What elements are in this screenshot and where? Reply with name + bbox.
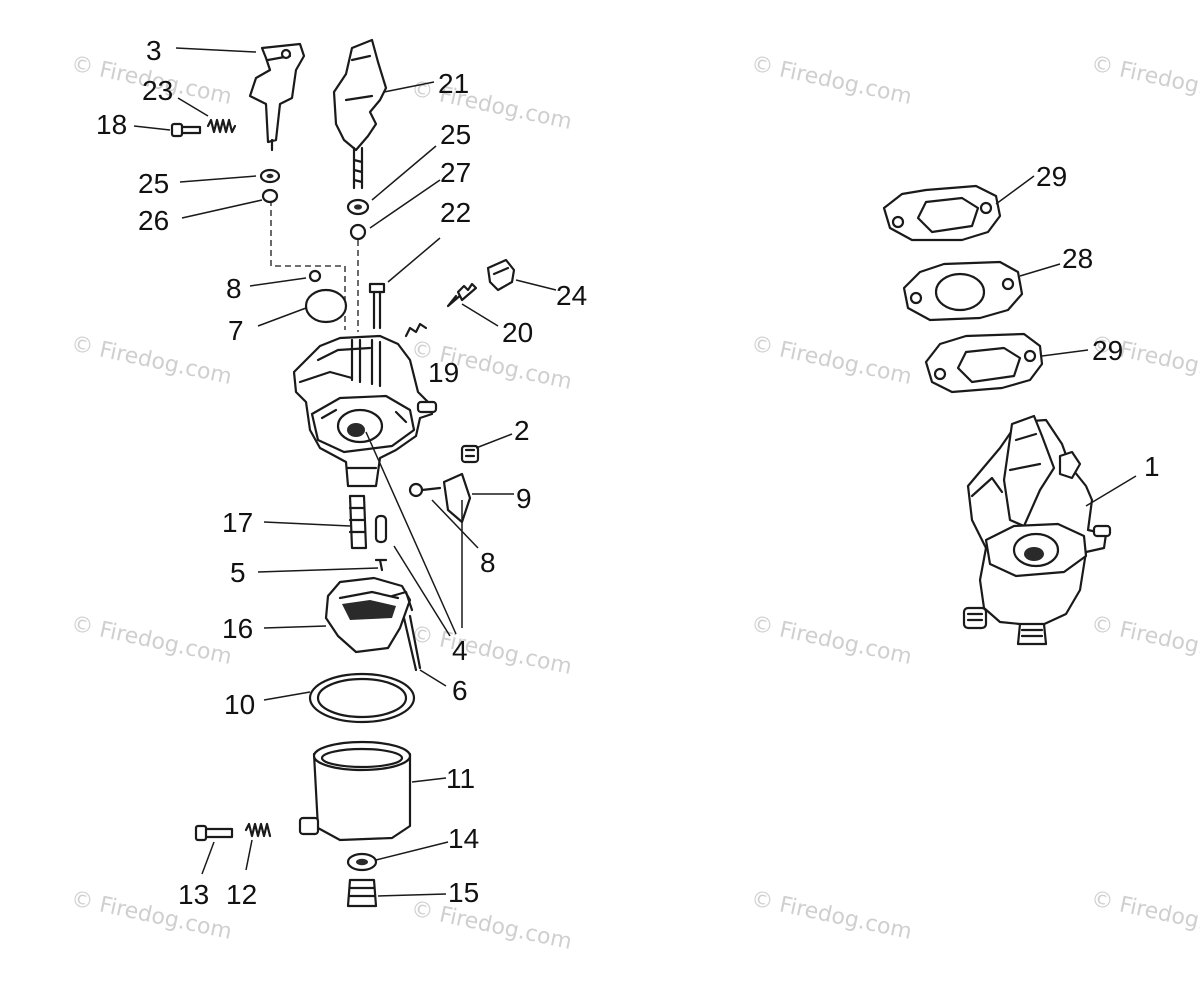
callout-3: 3 [146, 35, 162, 66]
callout-9: 9 [516, 483, 532, 514]
callout-labels-right: 29 28 29 1 [1036, 161, 1160, 482]
watermark: © Firedog.com [749, 611, 914, 669]
part-2-plug [460, 444, 480, 464]
part-29-gasket-bottom [924, 332, 1044, 394]
leader-lines [133, 47, 557, 897]
watermark: © Firedog.com [409, 896, 574, 954]
watermark: © Firedog.com [409, 621, 574, 679]
callout-7: 7 [228, 315, 244, 346]
part-20-mixture-needle [446, 282, 478, 308]
callout-28: 28 [1062, 243, 1093, 274]
callout-20: 20 [502, 317, 533, 348]
part-7-throttle-plate [304, 288, 348, 324]
callout-8: 8 [480, 547, 496, 578]
assembly-view: 29 28 29 1 [882, 161, 1160, 646]
part-25-washer-left [259, 168, 281, 184]
callout-27: 27 [440, 157, 471, 188]
watermark: © Firedog.com [749, 331, 914, 389]
part-12-spring [244, 822, 272, 838]
part-6-float-pin [402, 614, 422, 672]
part-23-spring [206, 118, 237, 134]
callout-17: 17 [222, 507, 253, 538]
callout-6: 6 [452, 675, 468, 706]
watermark: © Firedog.com [69, 886, 234, 944]
carburetor-body [292, 334, 438, 488]
part-27-seal [349, 223, 367, 241]
part-4-needle-valve [374, 514, 388, 544]
callout-29: 29 [1036, 161, 1067, 192]
part-14-washer [346, 852, 378, 872]
callout-13: 13 [178, 879, 209, 910]
part-24-limiter-cap [486, 258, 516, 292]
callout-15: 15 [448, 877, 479, 908]
part-9-float-plate [442, 472, 472, 524]
callout-labels: 3 23 18 25 26 21 25 27 22 8 7 24 20 19 2… [96, 35, 587, 910]
part-28-gasket [902, 260, 1024, 322]
callout-12: 12 [226, 879, 257, 910]
part-21-throttle-lever [332, 38, 388, 190]
callout-29: 29 [1092, 335, 1123, 366]
callout-19: 19 [428, 357, 459, 388]
watermark: © Firedog.com [409, 76, 574, 134]
part-1-carburetor-assembly [962, 414, 1112, 646]
watermark: © Firedog.com [1089, 886, 1200, 944]
callout-10: 10 [224, 689, 255, 720]
callout-5: 5 [230, 557, 246, 588]
exploded-view: 3 23 18 25 26 21 25 27 22 8 7 24 20 19 2… [96, 35, 587, 910]
part-3-choke-lever [248, 42, 306, 152]
part-8-screw-bottom [408, 482, 442, 498]
watermark: © Firedog.com [1089, 611, 1200, 669]
callout-2: 2 [514, 415, 530, 446]
part-16-float [324, 576, 414, 654]
part-15-bowl-bolt [346, 878, 378, 908]
part-25-washer-right [346, 198, 370, 216]
watermark: © Firedog.com [69, 611, 234, 669]
callout-21: 21 [438, 68, 469, 99]
part-22-idle-screw [368, 282, 386, 330]
part-26-seal [261, 188, 279, 204]
callout-26: 26 [138, 205, 169, 236]
callout-11: 11 [446, 763, 475, 794]
watermark: © Firedog.com [749, 886, 914, 944]
callout-24: 24 [556, 280, 587, 311]
callout-25: 25 [440, 119, 471, 150]
callout-23: 23 [142, 75, 173, 106]
callout-22: 22 [440, 197, 471, 228]
part-11-float-bowl [298, 740, 412, 842]
callout-25: 25 [138, 168, 169, 199]
callout-1: 1 [1144, 451, 1160, 482]
callout-8: 8 [226, 273, 242, 304]
callout-4: 4 [452, 635, 468, 666]
watermark: © Firedog.com [749, 51, 914, 109]
part-29-gasket-top [882, 184, 1002, 242]
part-10-bowl-gasket [308, 672, 416, 724]
part-5-clip [374, 558, 388, 572]
watermark: © Firedog.com [1089, 51, 1200, 109]
part-17-main-nozzle [348, 494, 368, 550]
leader-lines-right [995, 175, 1137, 507]
watermark: © Firedog.com [69, 331, 234, 389]
callout-14: 14 [448, 823, 479, 854]
part-18-screw [170, 122, 202, 138]
part-19-spring [404, 322, 428, 338]
callout-16: 16 [222, 613, 253, 644]
callout-18: 18 [96, 109, 127, 140]
part-13-drain-screw [194, 824, 234, 842]
part-8-screw-top [308, 269, 322, 283]
